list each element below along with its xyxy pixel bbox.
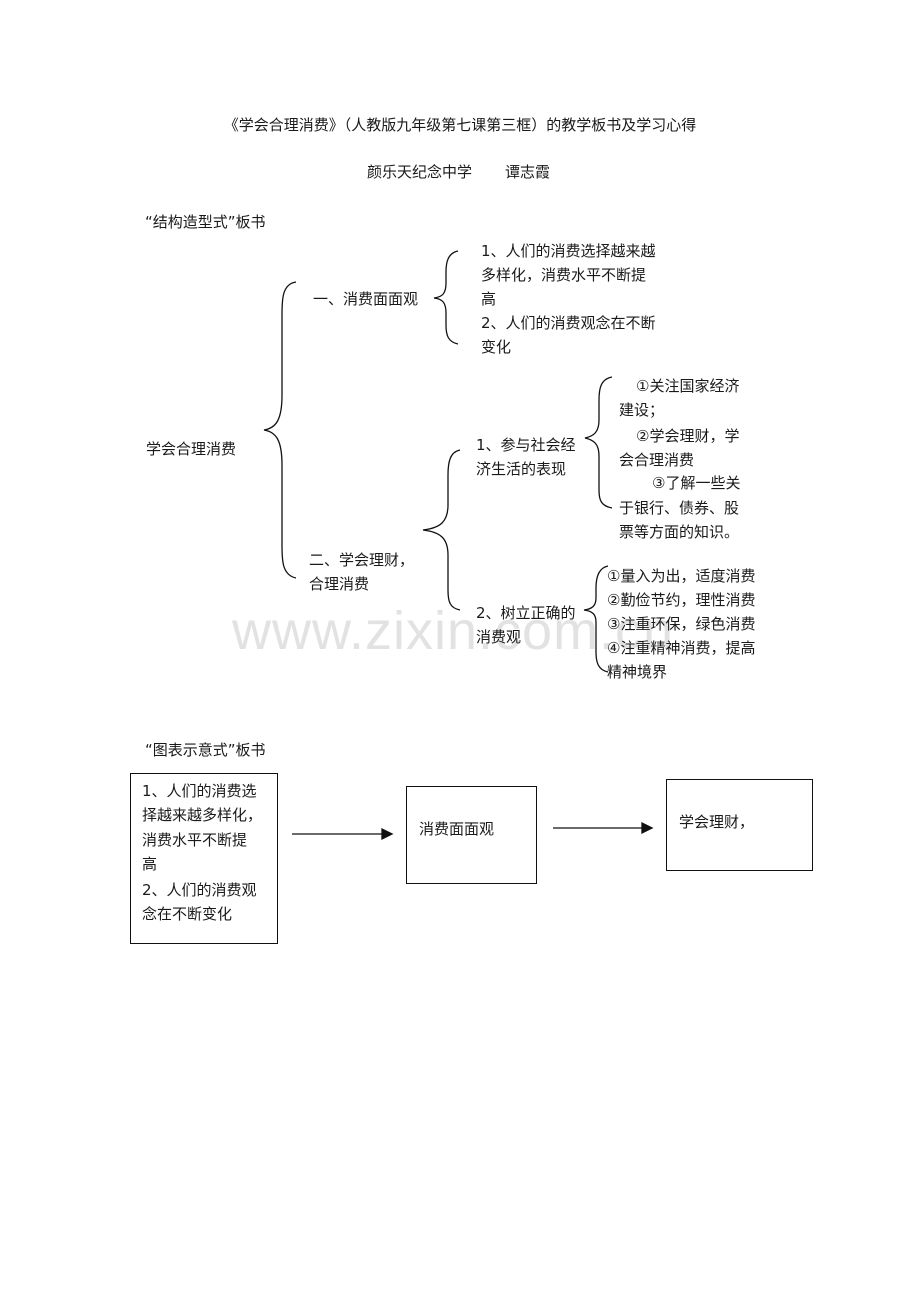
sub-1-item: ③了解一些关	[652, 474, 741, 492]
diagram-board-label: “图表示意式”板书	[145, 741, 266, 759]
diagram-box-1-line: 念在不断变化	[142, 905, 233, 923]
diagram-box-1-line: 消费水平不断提	[142, 831, 248, 849]
diagram-box-1-line: 1、人们的消费选	[142, 782, 257, 800]
branch-1-label: 一、消费面面观	[313, 290, 419, 308]
branch-2-label: 合理消费	[309, 575, 370, 593]
diagram-box-3: 学会理财，	[666, 779, 813, 871]
sub-2-item: 精神境界	[607, 663, 668, 681]
diagram-box-1-line: 高	[142, 855, 158, 873]
sub-2-item: ①量入为出，适度消费	[607, 567, 756, 585]
sub-2-item: ③注重环保，绿色消费	[607, 615, 756, 633]
sub-1-item: 会合理消费	[619, 451, 695, 469]
sub-2-item: ②勤俭节约，理性消费	[607, 591, 756, 609]
sub-1-label: 济生活的表现	[476, 460, 567, 478]
arrow-1-head	[381, 827, 394, 841]
branch-1-item: 2、人们的消费观念在不断	[481, 314, 656, 332]
watermark-text: www.zixin.com.cn	[232, 601, 675, 661]
root-brace	[263, 281, 297, 579]
author-name: 谭志霞	[505, 163, 551, 181]
diagram-box-1-line: 2、人们的消费观	[142, 881, 257, 899]
sub-2-brace	[583, 565, 609, 673]
branch-1-item: 变化	[481, 338, 512, 356]
branch-2-brace	[422, 449, 461, 611]
sub-2-label: 消费观	[476, 628, 522, 646]
branch-1-item: 1、人们的消费选择越来越	[481, 242, 656, 260]
diagram-box-2-text: 消费面面观	[419, 820, 495, 838]
diagram-box-3-text: 学会理财，	[679, 813, 755, 831]
sub-1-item: 于银行、债券、股	[619, 499, 740, 517]
branch-1-brace	[433, 250, 459, 345]
sub-1-item: ①关注国家经济	[636, 377, 740, 395]
diagram-box-2: 消费面面观	[406, 786, 537, 884]
sub-1-label: 1、参与社会经	[476, 436, 576, 454]
sub-2-label: 2、树立正确的	[476, 604, 576, 622]
sub-2-item: ④注重精神消费，提高	[607, 639, 756, 657]
sub-1-item: 票等方面的知识。	[619, 523, 740, 541]
sub-1-item: ②学会理财，学	[636, 427, 740, 445]
diagram-box-1: 1、人们的消费选 择越来越多样化， 消费水平不断提 高 2、人们的消费观 念在不…	[130, 773, 278, 944]
root-label: 学会合理消费	[146, 440, 237, 458]
sub-1-brace	[584, 376, 613, 509]
author-school: 颜乐天纪念中学	[367, 163, 473, 181]
structure-board-label: “结构造型式”板书	[145, 213, 266, 231]
document-title: 《学会合理消费》（人教版九年级第七课第三框）的教学板书及学习心得	[223, 116, 697, 134]
arrow-2-head	[641, 821, 654, 835]
branch-1-item: 高	[481, 290, 497, 308]
branch-2-label: 二、学会理财，	[309, 551, 415, 569]
branch-1-item: 多样化，消费水平不断提	[481, 266, 647, 284]
diagram-box-1-line: 择越来越多样化，	[142, 806, 263, 824]
sub-1-item: 建设；	[619, 401, 665, 419]
